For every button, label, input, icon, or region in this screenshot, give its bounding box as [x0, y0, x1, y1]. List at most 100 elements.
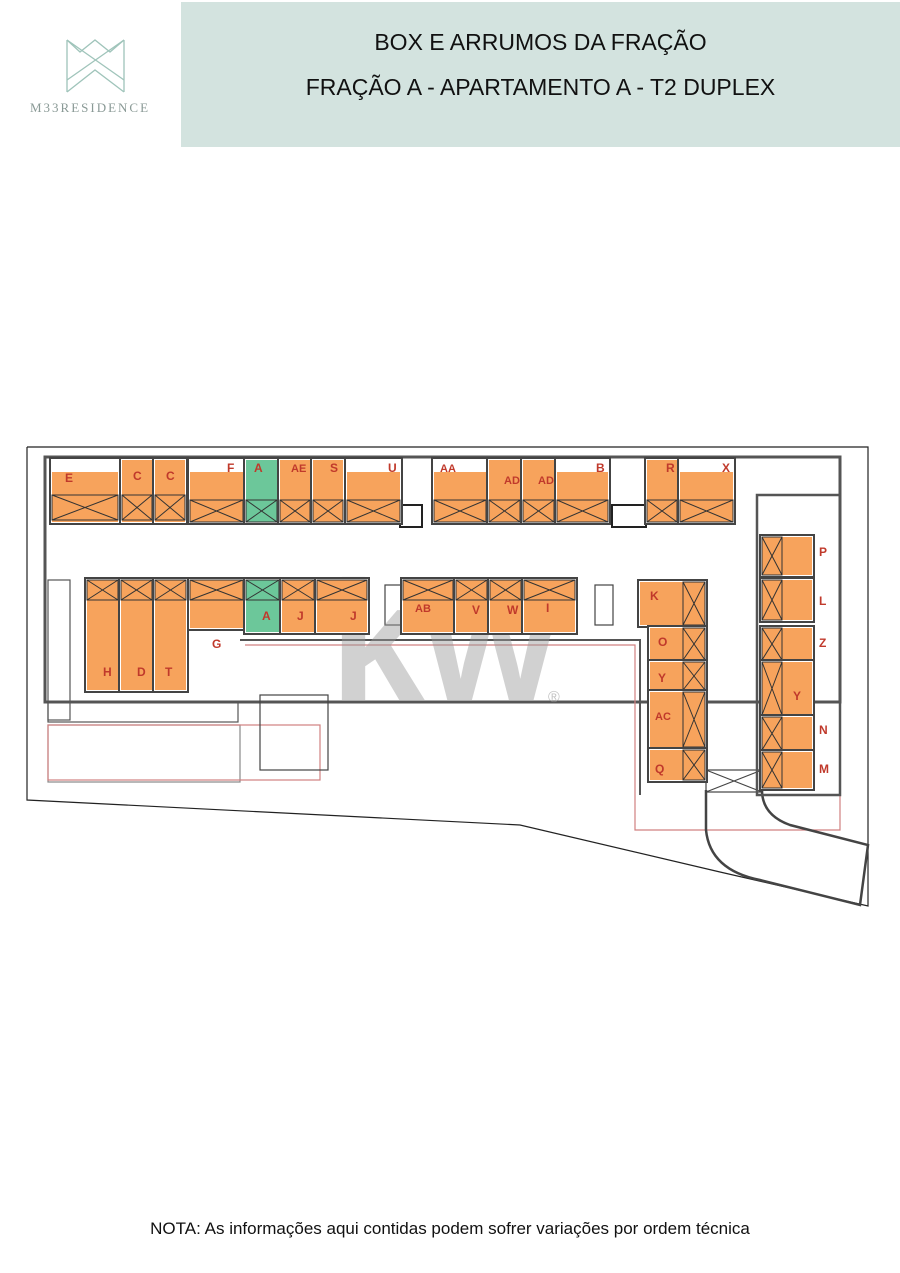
storage-unit-ab[interactable]: [400, 577, 456, 635]
unit-label: P: [819, 545, 827, 559]
storage-unit-j[interactable]: [279, 577, 317, 635]
storage-unit-m[interactable]: [759, 749, 815, 791]
parking-cross-line: [523, 579, 576, 601]
unit-fill: [313, 460, 343, 522]
unit-fill: [347, 472, 400, 522]
storage-unit-d[interactable]: [118, 577, 155, 693]
storage-unit-i[interactable]: [521, 577, 578, 635]
storage-unit-b[interactable]: [554, 457, 611, 525]
storage-unit-h[interactable]: [84, 577, 121, 693]
storage-unit-aa[interactable]: [431, 457, 489, 525]
parking-cross-line: [189, 579, 244, 601]
unit-fill: [524, 580, 575, 632]
unit-label: H: [103, 665, 112, 679]
storage-unit-k[interactable]: [637, 579, 708, 628]
storage-unit-n[interactable]: [759, 714, 815, 753]
parking-cross-line: [346, 499, 401, 523]
storage-unit-ac[interactable]: [647, 689, 708, 750]
unit-label: F: [227, 461, 234, 475]
parking-cross: [154, 494, 186, 521]
storage-unit-o[interactable]: [647, 625, 708, 663]
storage-unit-e[interactable]: [49, 457, 121, 525]
parking-cross-line: [761, 661, 783, 716]
parking-cross: [523, 579, 576, 601]
unit-fill: [246, 460, 277, 522]
unit-fill: [87, 580, 118, 690]
parking-cross-line: [189, 499, 244, 523]
parking-cross-line: [761, 716, 783, 751]
storage-unit-t[interactable]: [152, 577, 189, 693]
parking-cross-line: [761, 751, 783, 789]
stair-block: [259, 694, 329, 771]
storage-unit-y[interactable]: [759, 659, 815, 718]
unit-fill: [762, 580, 812, 620]
unit-fill: [280, 460, 310, 522]
storage-unit-c[interactable]: [119, 457, 155, 525]
lower-left-block: [47, 724, 241, 783]
parking-cross: [51, 494, 119, 521]
parking-cross-line: [279, 499, 311, 523]
parking-cross: [312, 499, 344, 523]
parking-cross-line: [488, 499, 521, 523]
unit-label: I: [546, 601, 549, 615]
storage-unit-u[interactable]: [344, 457, 403, 525]
unit-fill: [190, 472, 243, 522]
unit-fill: [489, 460, 520, 522]
storage-unit-a[interactable]: [243, 577, 282, 635]
storage-unit-p[interactable]: [759, 534, 815, 578]
parking-cross-line: [402, 579, 454, 601]
right-wing: [755, 493, 842, 797]
parking-cross-line: [646, 499, 678, 523]
unit-fill: [403, 580, 453, 632]
storage-unit-c[interactable]: [152, 457, 188, 525]
unit-label: T: [165, 665, 173, 679]
unit-label: AC: [655, 711, 671, 723]
storage-unit-z[interactable]: [759, 625, 815, 663]
storage-unit-ad[interactable]: [520, 457, 557, 525]
storage-unit-ad[interactable]: [486, 457, 523, 525]
unit-label: Z: [819, 636, 826, 650]
watermark: kw: [330, 547, 558, 737]
storage-unit-w[interactable]: [487, 577, 524, 635]
parking-cross-line: [682, 661, 706, 691]
unit-fill: [190, 580, 243, 628]
unit-label: B: [596, 461, 605, 475]
storage-unit-x[interactable]: [677, 457, 736, 525]
storage-unit-q[interactable]: [647, 747, 708, 783]
parking-cross-line: [154, 494, 186, 521]
storage-unit-j[interactable]: [314, 577, 370, 635]
parking-cross: [761, 579, 783, 621]
storage-unit-f[interactable]: [187, 457, 246, 525]
unit-label: N: [819, 723, 828, 737]
parking-cross-line: [489, 579, 522, 601]
unit-label: AB: [415, 603, 431, 615]
unit-fill: [121, 580, 152, 690]
storage-unit-y[interactable]: [647, 659, 708, 693]
unit-fill: [246, 580, 279, 632]
unit-label: C: [133, 469, 142, 483]
bottom-arrumos: [47, 701, 239, 723]
storage-unit-r[interactable]: [644, 457, 680, 525]
parking-cross-line: [312, 499, 344, 523]
unit-label: G: [212, 637, 221, 651]
parking-cross-line: [682, 581, 706, 626]
page-title: BOX E ARRUMOS DA FRAÇÃO: [374, 29, 707, 55]
parking-cross: [679, 499, 734, 523]
parking-cross-line: [245, 579, 280, 601]
ramp: [704, 789, 870, 907]
parking-cross: [316, 579, 368, 601]
storage-unit-g[interactable]: [187, 577, 246, 631]
unit-fill: [762, 662, 812, 715]
unit-label: AD: [538, 475, 554, 487]
unit-fill: [557, 472, 608, 522]
storage-unit-s[interactable]: [310, 457, 346, 525]
storage-unit-l[interactable]: [759, 577, 815, 623]
unit-label: X: [722, 461, 730, 475]
storage-unit-a[interactable]: [243, 457, 280, 525]
parking-cross-line: [682, 749, 706, 781]
unit-label: M: [819, 762, 829, 776]
unit-label: J: [350, 609, 357, 623]
unit-fill: [762, 752, 812, 788]
storage-unit-v[interactable]: [453, 577, 490, 635]
